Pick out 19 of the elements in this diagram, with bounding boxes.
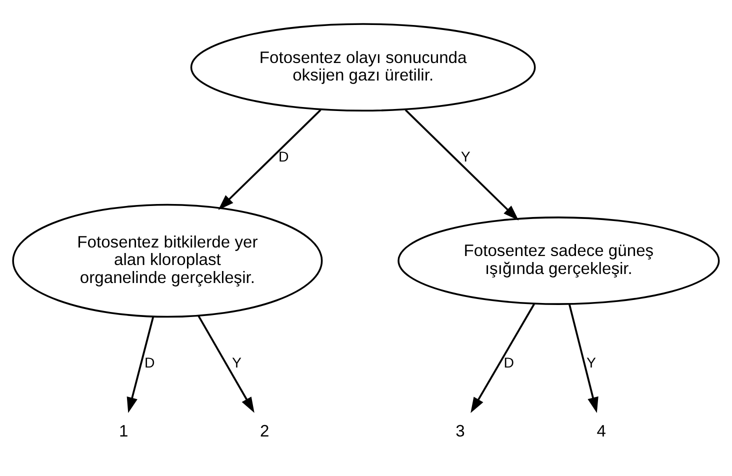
edge-label: D <box>278 148 289 165</box>
node-text: 3 <box>456 420 465 440</box>
arrow <box>404 108 519 220</box>
edge-label: Y <box>460 148 470 165</box>
node-text: 4 <box>596 420 606 440</box>
node-text: 1 <box>118 420 128 440</box>
edge-label: D <box>504 354 514 371</box>
node-ellipse: Fotosentez bitkilerde yer alan kloroplast organelinde gerçekleşir. <box>12 203 323 318</box>
node-ellipse: Fotosentez olayı sonucunda oksijen gazı üretilir. <box>190 22 536 112</box>
node-text: 2 <box>260 420 270 440</box>
arrow <box>218 108 322 210</box>
edge-label: Y <box>586 354 596 371</box>
arrow <box>126 316 154 412</box>
edge-label: D <box>144 354 155 371</box>
edge-label: Y <box>232 354 242 371</box>
node-ellipse: Fotosentez sadece güneş ışığında gerçekleşir. <box>398 216 720 304</box>
arrow <box>198 314 254 412</box>
arrow <box>470 303 535 413</box>
arrow <box>568 304 598 412</box>
